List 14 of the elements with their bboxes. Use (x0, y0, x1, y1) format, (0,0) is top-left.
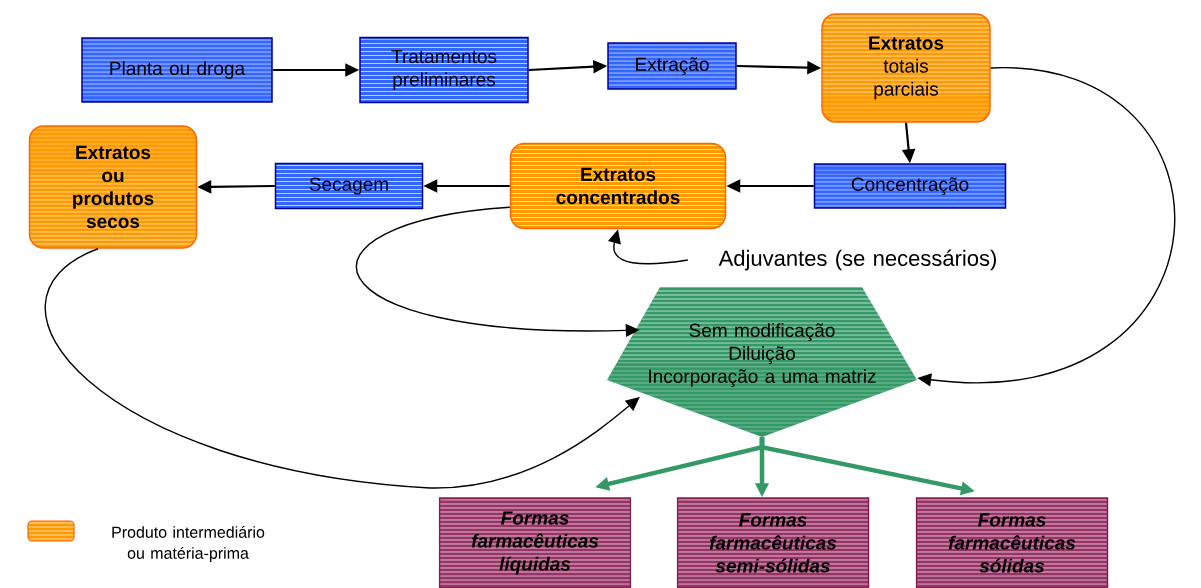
process-box: Tratamentos preliminares (359, 36, 529, 104)
arrow (44, 248, 640, 489)
process-box: Secagem (274, 162, 424, 210)
operation-pentagon: Sem modificação Diluição Incorporação a uma matriz (607, 287, 917, 437)
input-text: Adjuvantes (se necessários) (718, 249, 996, 271)
legend-text: Produto intermediário ou matéria-prima (112, 525, 265, 563)
dosage-form-box: Formas farmacêuticas semi-sólidas (676, 497, 870, 588)
process-box: Planta ou droga (81, 37, 273, 103)
dosage-form-box: Formas farmacêuticas sólidas (915, 497, 1109, 588)
product-box: Extratos ou produtos secos (28, 125, 198, 249)
product-box: Extratos totais parciais (821, 13, 991, 123)
process-box: Concentração (813, 163, 1007, 209)
process-box: Extração (607, 42, 737, 90)
dosage-form-box: Formas farmacêuticas líquidas (438, 497, 632, 588)
